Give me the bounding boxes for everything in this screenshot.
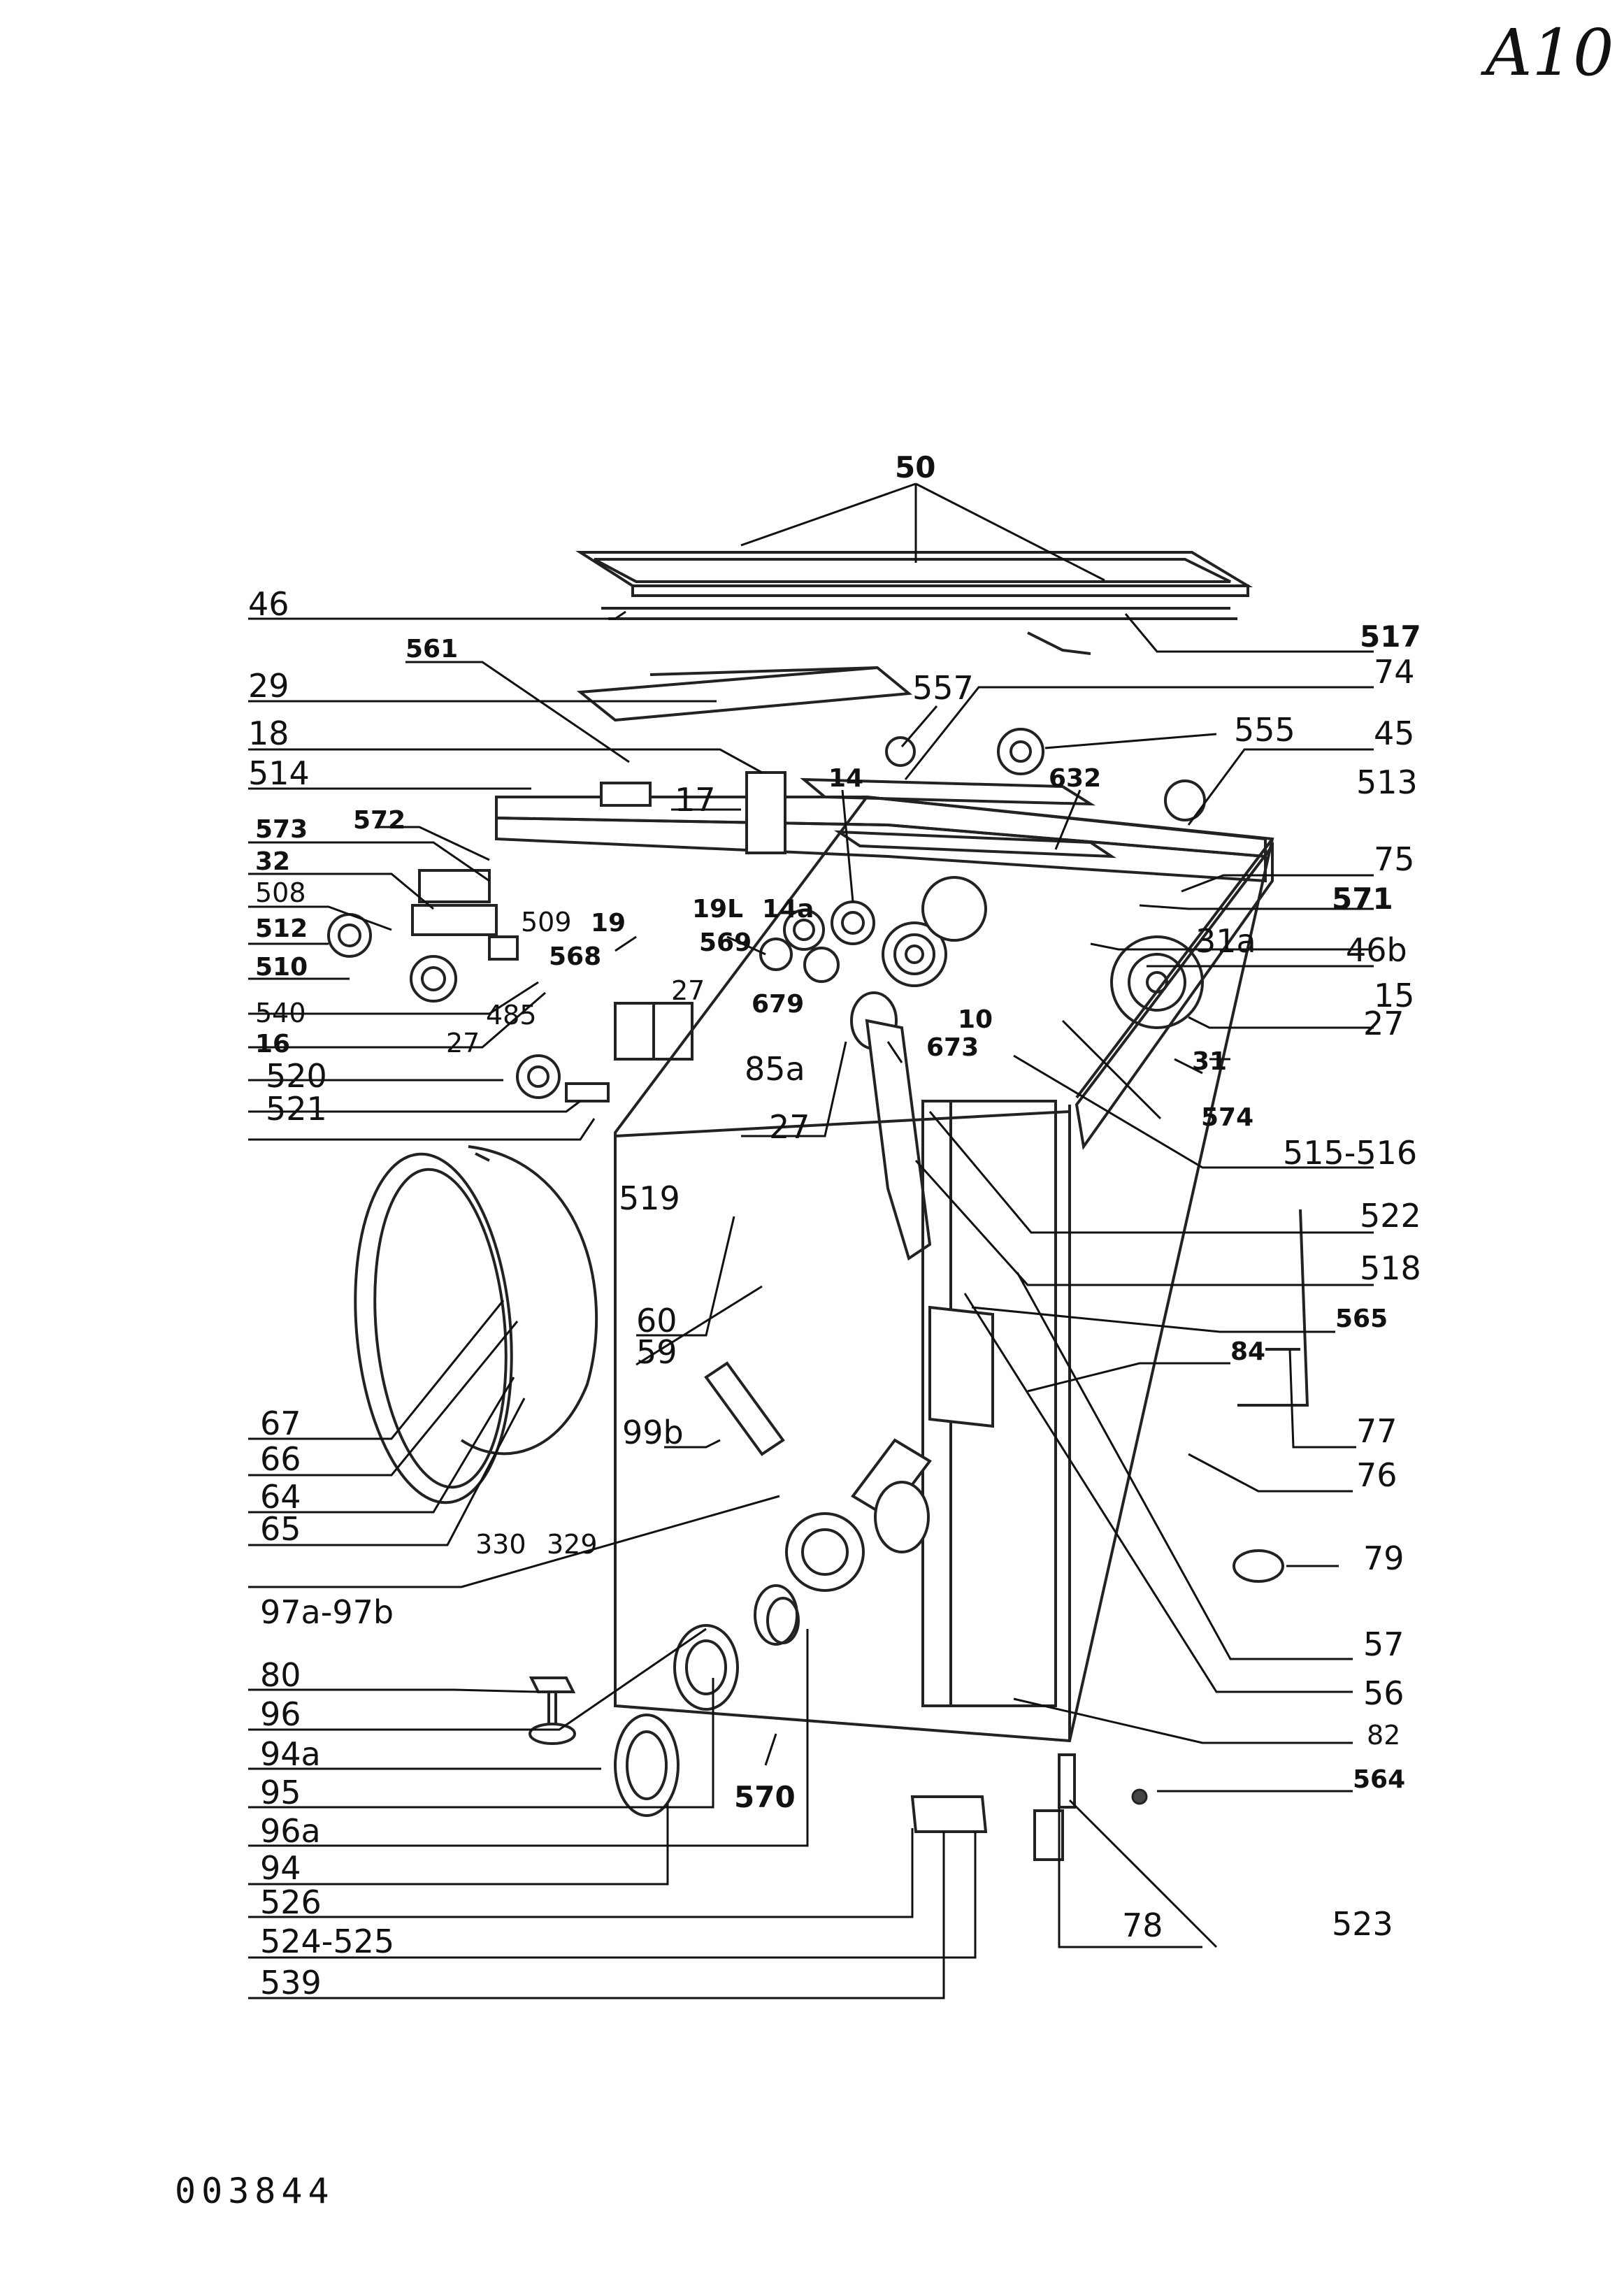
callout-79: 79 [1363, 1539, 1404, 1577]
callout-568: 568 [549, 942, 601, 971]
leader-lines [248, 482, 1374, 1999]
callout-99b: 99b [622, 1414, 684, 1451]
callout-509: 509 [521, 907, 572, 938]
callout-514: 514 [248, 754, 310, 792]
callout-557: 557 [912, 669, 974, 707]
callout-32: 32 [255, 847, 290, 876]
document-number: 003844 [175, 2171, 335, 2211]
callout-524: 524-525 [260, 1923, 394, 1960]
callout-526: 526 [260, 1883, 322, 1921]
callout-96: 96 [260, 1695, 301, 1733]
callout-515: 515-516 [1283, 1134, 1417, 1172]
callout-labels: 50 46 517 561 29 557 74 555 18 45 514 14… [248, 450, 1421, 2002]
callout-19: 19 [591, 909, 626, 938]
callout-512: 512 [255, 914, 308, 943]
parts-drawing [327, 551, 1309, 1861]
callout-94: 94 [260, 1849, 301, 1887]
sheet-code: A10 [1486, 15, 1614, 90]
callout-27b: 27 [1363, 1005, 1404, 1042]
callout-94a: 94a [260, 1735, 321, 1773]
callout-76: 76 [1356, 1456, 1397, 1494]
callout-29: 29 [248, 667, 289, 705]
callout-329: 329 [547, 1529, 598, 1560]
callout-522: 522 [1360, 1197, 1421, 1235]
callout-82: 82 [1367, 1720, 1400, 1751]
callout-520: 520 [266, 1057, 327, 1095]
callout-572: 572 [353, 806, 405, 835]
callout-540: 540 [255, 998, 306, 1028]
callout-75: 75 [1374, 840, 1415, 878]
callout-45: 45 [1374, 714, 1415, 752]
callout-673: 673 [926, 1033, 979, 1062]
callout-632: 632 [1049, 764, 1101, 793]
callout-56: 56 [1363, 1674, 1404, 1712]
callout-519: 519 [619, 1179, 680, 1217]
callout-518: 518 [1360, 1249, 1421, 1287]
callout-523: 523 [1332, 1905, 1393, 1943]
callout-64: 64 [260, 1478, 301, 1516]
callout-96a: 96a [260, 1812, 321, 1850]
callout-574: 574 [1201, 1103, 1253, 1132]
top-lid [575, 551, 1253, 597]
callout-330: 330 [475, 1529, 526, 1560]
callout-561: 561 [405, 635, 458, 663]
callout-46b: 46b [1346, 931, 1407, 969]
callout-539: 539 [260, 1964, 322, 2002]
callout-19L: 19L [692, 895, 743, 924]
callout-74: 74 [1374, 653, 1415, 691]
callout-510: 510 [255, 953, 308, 982]
callout-31a: 31a [1195, 922, 1256, 960]
callout-31: 31 [1192, 1047, 1227, 1076]
callout-50: 50 [895, 450, 935, 484]
callout-84: 84 [1230, 1337, 1265, 1366]
callout-570: 570 [734, 1780, 796, 1814]
callout-18: 18 [248, 714, 289, 752]
callout-57: 57 [1363, 1625, 1404, 1663]
door-assembly [354, 1145, 598, 1504]
callout-15: 15 [1374, 977, 1415, 1014]
callout-14: 14 [828, 764, 863, 793]
callout-66: 66 [260, 1440, 301, 1478]
callout-78: 78 [1122, 1906, 1163, 1944]
callout-571: 571 [1332, 882, 1393, 916]
callout-95: 95 [260, 1774, 301, 1811]
callout-17: 17 [675, 781, 716, 819]
callout-65: 65 [260, 1510, 301, 1548]
callout-679: 679 [752, 990, 804, 1019]
cabinet [614, 795, 1274, 1743]
callout-521: 521 [266, 1090, 327, 1128]
callout-27d: 27 [769, 1108, 810, 1146]
callout-513: 513 [1356, 763, 1418, 801]
callout-555: 555 [1234, 711, 1295, 749]
callout-573: 573 [255, 815, 308, 844]
callout-27a: 27 [671, 975, 705, 1006]
callout-564: 564 [1353, 1765, 1405, 1794]
callout-60: 60 [636, 1302, 677, 1339]
callout-80: 80 [260, 1656, 301, 1694]
callout-14a: 14a [762, 895, 814, 924]
callout-85a: 85a [745, 1050, 805, 1088]
callout-77: 77 [1356, 1412, 1397, 1450]
callout-565: 565 [1335, 1305, 1388, 1333]
callout-10: 10 [958, 1005, 993, 1034]
callout-16: 16 [255, 1030, 290, 1058]
callout-508: 508 [255, 877, 306, 908]
callout-46: 46 [248, 585, 289, 623]
callout-97: 97a-97b [260, 1593, 394, 1631]
callout-59: 59 [636, 1333, 677, 1371]
callout-517: 517 [1360, 619, 1421, 654]
callout-569: 569 [699, 928, 752, 957]
callout-67: 67 [260, 1405, 301, 1442]
callout-485: 485 [486, 1000, 537, 1030]
callout-27c: 27 [446, 1028, 480, 1058]
